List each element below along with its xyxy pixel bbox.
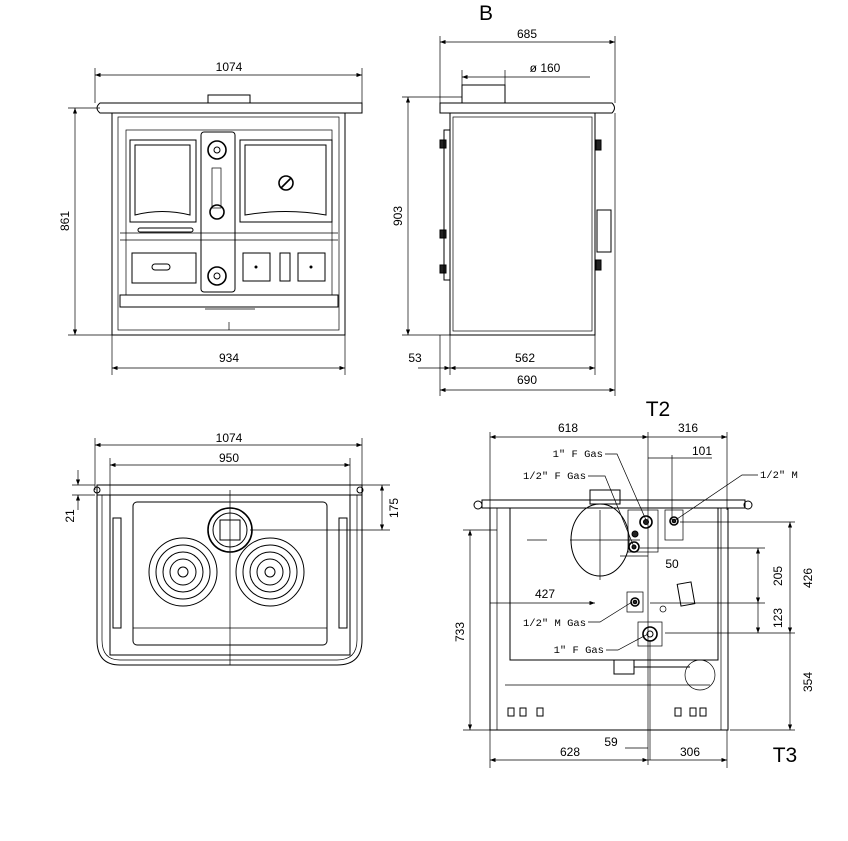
burner-left-icon <box>148 537 218 607</box>
dim-rear-59: 59 <box>604 735 618 749</box>
dim-rear-427: 427 <box>535 587 555 601</box>
dim-side-depth: 685 <box>517 27 537 41</box>
dim-rear-426: 426 <box>801 568 815 588</box>
rear-view: T2 T3 618 316 101 1" F Gas 1/2" F Gas 1/… <box>453 398 815 768</box>
top-view: 1074 950 21 175 <box>63 431 401 666</box>
label-half-in-m: 1/2" M <box>760 470 798 482</box>
dim-edge: 21 <box>63 509 77 523</box>
view-label-b: B <box>479 2 493 25</box>
flue-ring-icon <box>207 507 253 553</box>
dim-side-body-depth: 562 <box>515 351 535 365</box>
label-half-in-f-gas: 1/2" F Gas <box>523 471 586 483</box>
rear-lower-details <box>505 640 716 760</box>
dim-side-total-depth: 690 <box>517 373 537 387</box>
dim-front-width: 1074 <box>216 60 243 74</box>
dim-hob-width: 950 <box>219 451 239 465</box>
dim-top-width: 1074 <box>216 431 243 445</box>
side-rails <box>112 517 348 629</box>
dim-front-base: 934 <box>219 351 239 365</box>
dim-rear-123: 123 <box>771 608 785 628</box>
dim-rear-50: 50 <box>665 557 679 571</box>
dim-flue-diameter: ø 160 <box>530 61 561 75</box>
dim-rear-354: 354 <box>801 672 815 692</box>
side-view: B 685 ø 160 903 53 562 690 <box>391 2 616 396</box>
label-1in-f-gas-top: 1" F Gas <box>553 449 603 461</box>
label-1in-f-gas-bottom: 1" F Gas <box>554 645 604 657</box>
dim-side-offset: 53 <box>408 351 422 365</box>
burner-right-icon <box>235 537 305 607</box>
dim-rear-733: 733 <box>453 622 467 642</box>
dim-rear-628: 628 <box>560 745 580 759</box>
dim-front-height: 861 <box>58 211 72 231</box>
dim-rear-101: 101 <box>692 444 712 458</box>
label-half-in-m-gas: 1/2" M Gas <box>523 618 586 630</box>
dim-rear-205: 205 <box>771 566 785 586</box>
dim-rear-316: 316 <box>678 421 698 435</box>
dim-flue-offset: 175 <box>387 498 401 518</box>
dim-rear-306: 306 <box>680 745 700 759</box>
view-label-t3: T3 <box>773 744 798 767</box>
dim-rear-618: 618 <box>558 421 578 435</box>
front-view: 1074 861 934 <box>58 60 363 375</box>
dim-side-height: 903 <box>391 206 405 226</box>
view-label-t2: T2 <box>646 398 671 421</box>
